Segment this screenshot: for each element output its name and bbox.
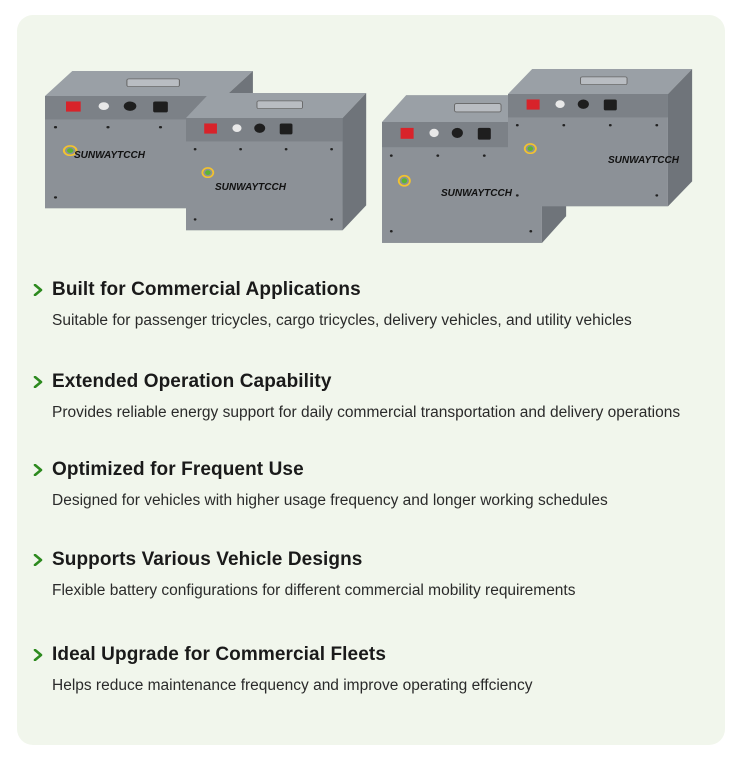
battery-logo-3: SUNWAYTCCH [441, 188, 513, 199]
battery-logo-1: SUNWAYTCCH [74, 150, 146, 161]
chevron-right-icon [30, 374, 46, 390]
chevron-right-icon [30, 282, 46, 298]
battery-2 [185, 92, 368, 232]
battery-logo-2: SUNWAYTCCH [215, 182, 287, 193]
feature-description: Provides reliable energy support for dai… [52, 404, 681, 421]
feature-description: Suitable for passenger tricycles, cargo … [52, 312, 632, 329]
battery-logo-4: SUNWAYTCCH [608, 155, 680, 166]
feature-item: Optimized for Frequent Use Designed for … [30, 459, 608, 510]
feature-item: Extended Operation Capability Provides r… [30, 371, 680, 422]
chevron-right-icon [30, 462, 46, 478]
feature-description: Designed for vehicles with higher usage … [52, 492, 608, 509]
battery-product-image: SUNWAYTCCH SUNWAYTCCH SUNWAYTCCH SUNWAYT… [43, 68, 694, 244]
chevron-right-icon [30, 647, 46, 663]
feature-description: Helps reduce maintenance frequency and i… [52, 677, 533, 694]
feature-title: Built for Commercial Applications [52, 279, 361, 300]
feature-title: Extended Operation Capability [52, 371, 332, 392]
feature-item: Built for Commercial Applications Suitab… [30, 279, 632, 330]
battery-4 [507, 68, 694, 208]
feature-description: Flexible battery configurations for diff… [52, 582, 576, 599]
feature-title: Ideal Upgrade for Commercial Fleets [52, 644, 386, 665]
feature-title: Optimized for Frequent Use [52, 459, 304, 480]
feature-item: Ideal Upgrade for Commercial Fleets Help… [30, 644, 533, 695]
feature-title: Supports Various Vehicle Designs [52, 549, 363, 570]
feature-item: Supports Various Vehicle Designs Flexibl… [30, 549, 576, 600]
chevron-right-icon [30, 552, 46, 568]
